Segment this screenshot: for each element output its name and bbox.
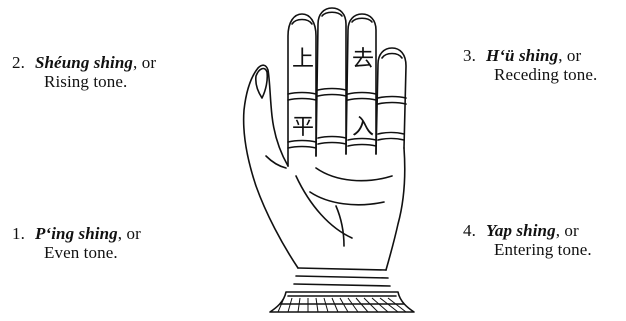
hand-illustration: 上 去 平 入 — [226, 6, 438, 318]
caption-number: 4. — [463, 221, 476, 240]
caption-entering-tone: 4. Yap shing, or Entering tone. — [463, 221, 592, 259]
wrist-outline — [298, 268, 386, 270]
caption-romanized: Shéung shing — [35, 53, 133, 72]
character-rising-tone: 上 — [292, 47, 314, 72]
thumb-nail — [256, 69, 267, 98]
character-entering-tone: 入 — [352, 115, 374, 140]
caption-connector: , or — [133, 53, 156, 72]
caption-connector: , or — [118, 224, 141, 243]
caption-number: 1. — [12, 224, 25, 243]
character-even-tone: 平 — [292, 115, 314, 140]
caption-romanized: H‘ü shing — [486, 46, 558, 65]
caption-romanized: Yap shing — [486, 221, 556, 240]
thumb-outline — [244, 65, 298, 268]
caption-connector: , or — [556, 221, 579, 240]
index-finger-outline — [288, 14, 316, 166]
caption-romanized: P‘ing shing — [35, 224, 118, 243]
caption-receding-tone: 3. H‘ü shing, or Receding tone. — [463, 46, 597, 84]
caption-number: 3. — [463, 46, 476, 65]
caption-gloss: Even tone. — [12, 243, 141, 262]
caption-number: 2. — [12, 53, 25, 72]
caption-gloss: Receding tone. — [463, 65, 597, 84]
caption-gloss: Rising tone. — [12, 72, 156, 91]
palm-outline — [386, 148, 405, 270]
character-receding-tone: 去 — [352, 47, 374, 72]
caption-even-tone: 1. P‘ing shing, or Even tone. — [12, 224, 141, 262]
caption-rising-tone: 2. Shéung shing, or Rising tone. — [12, 53, 156, 91]
caption-gloss: Entering tone. — [463, 240, 592, 259]
middle-finger-outline — [316, 8, 346, 156]
caption-connector: , or — [558, 46, 581, 65]
